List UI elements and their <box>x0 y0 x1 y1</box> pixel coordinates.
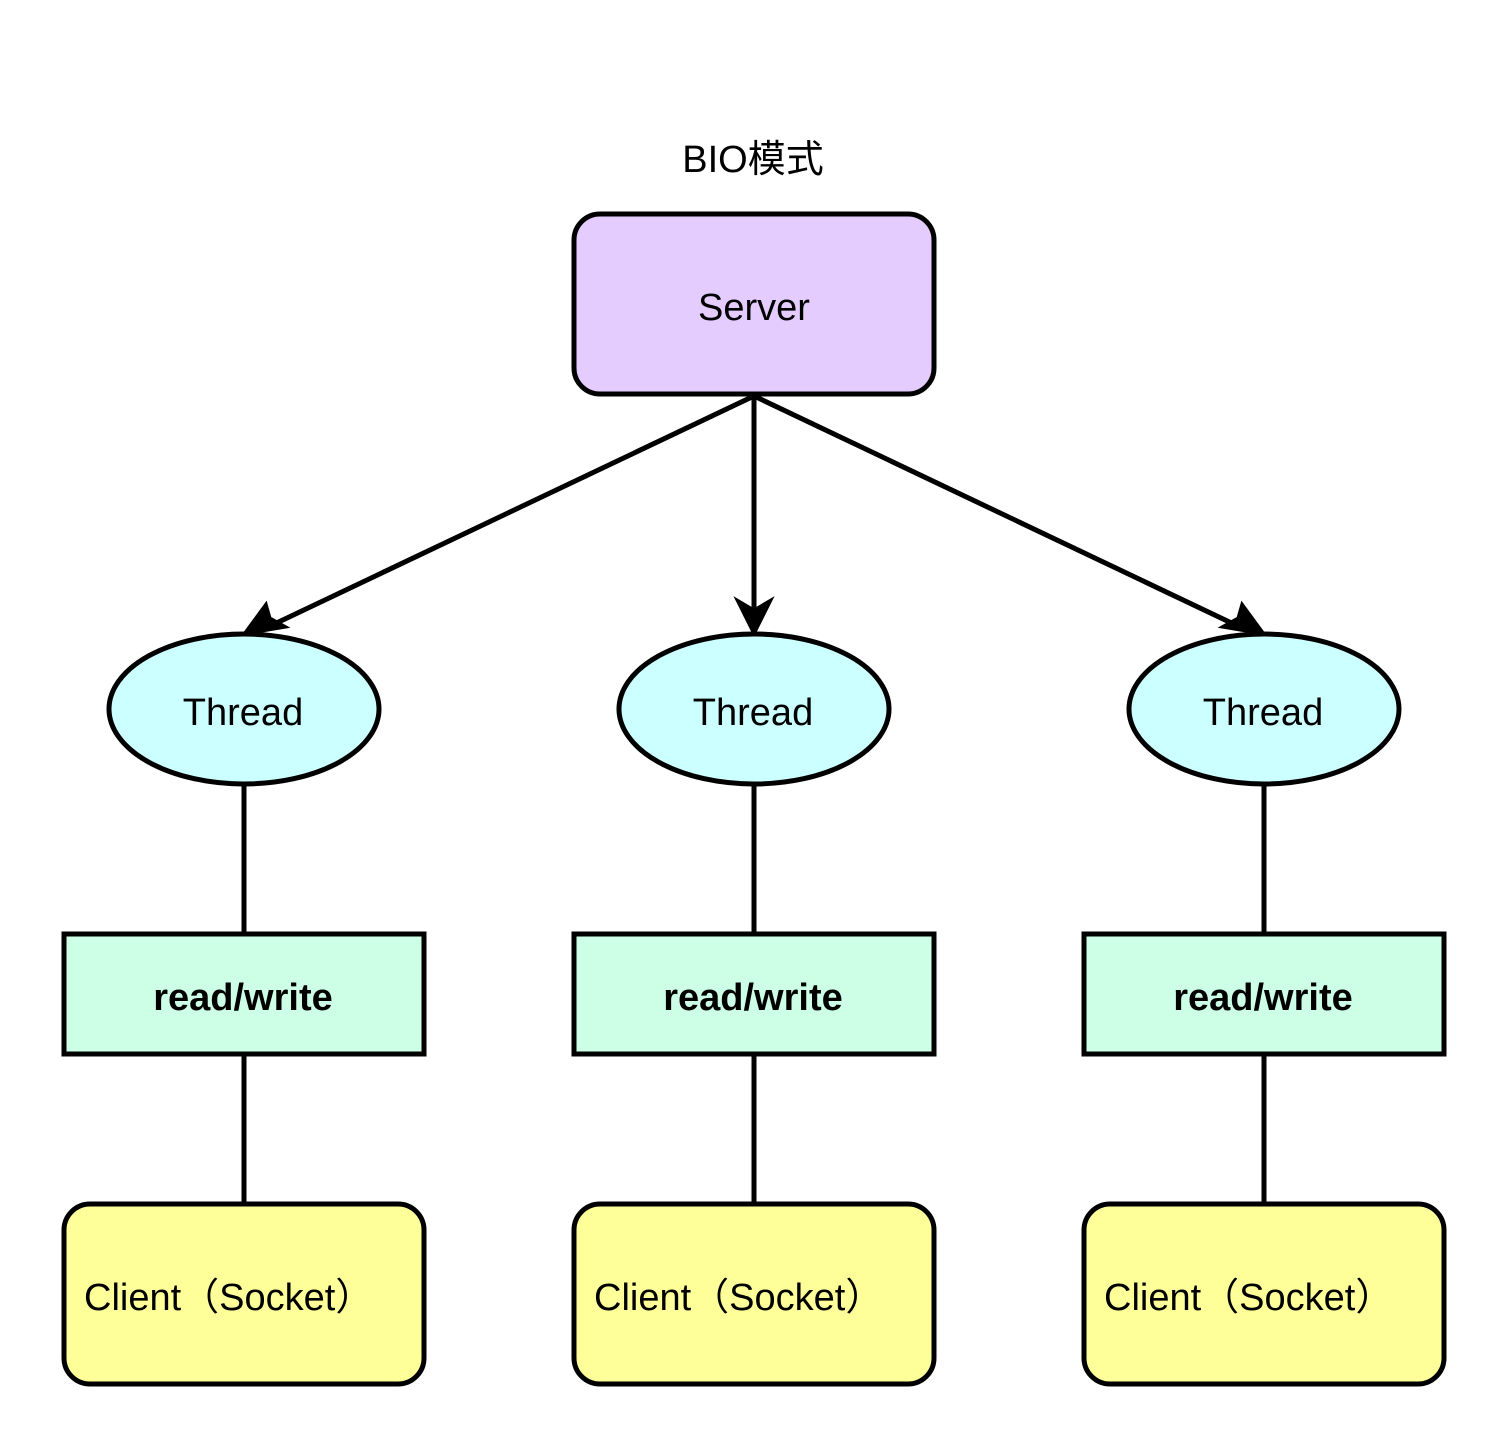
arrowhead-thread-3 <box>1217 600 1268 637</box>
thread-node-3: Thread <box>1126 631 1402 787</box>
arrow-server-thread-1 <box>264 393 756 631</box>
client-label-2: Client（Socket） <box>594 1277 883 1319</box>
client-box-2 <box>571 1201 937 1387</box>
arrowhead-thread-2 <box>733 596 775 638</box>
client-node-1: Client（Socket） <box>61 1201 427 1387</box>
arrow-server-thread-3 <box>752 393 1244 631</box>
server-to-thread-arrows <box>240 393 1268 638</box>
server-label: Server <box>698 287 810 329</box>
io-box-3: read/write <box>1081 931 1447 1057</box>
thread-ellipse-1 <box>106 631 382 787</box>
thread-node-2: Thread <box>616 631 892 787</box>
io-label-2: read/write <box>663 977 843 1019</box>
thread-ellipse-3 <box>1126 631 1402 787</box>
thread-label-2: Thread <box>693 692 813 734</box>
arrowhead-thread-1 <box>240 600 291 637</box>
server-box <box>571 211 937 397</box>
vertical-connectors <box>241 784 1267 1204</box>
thread-ellipse-2 <box>616 631 892 787</box>
io-box-1: read/write <box>61 931 427 1057</box>
server-node: Server <box>571 211 937 397</box>
io-rect-1 <box>61 931 427 1057</box>
thread-label-3: Thread <box>1203 692 1323 734</box>
client-box-3 <box>1081 1201 1447 1387</box>
io-label-3: read/write <box>1173 977 1353 1019</box>
io-rect-2 <box>571 931 937 1057</box>
io-box-2: read/write <box>571 931 937 1057</box>
client-node-3: Client（Socket） <box>1081 1201 1447 1387</box>
client-node-2: Client（Socket） <box>571 1201 937 1387</box>
io-rect-3 <box>1081 931 1447 1057</box>
diagram-title: BIO模式 <box>682 139 823 181</box>
thread-node-1: Thread <box>106 631 382 787</box>
client-label-3: Client（Socket） <box>1104 1277 1393 1319</box>
client-box-1 <box>61 1201 427 1387</box>
thread-label-1: Thread <box>183 692 303 734</box>
client-label-1: Client（Socket） <box>84 1277 373 1319</box>
io-label-1: read/write <box>153 977 333 1019</box>
